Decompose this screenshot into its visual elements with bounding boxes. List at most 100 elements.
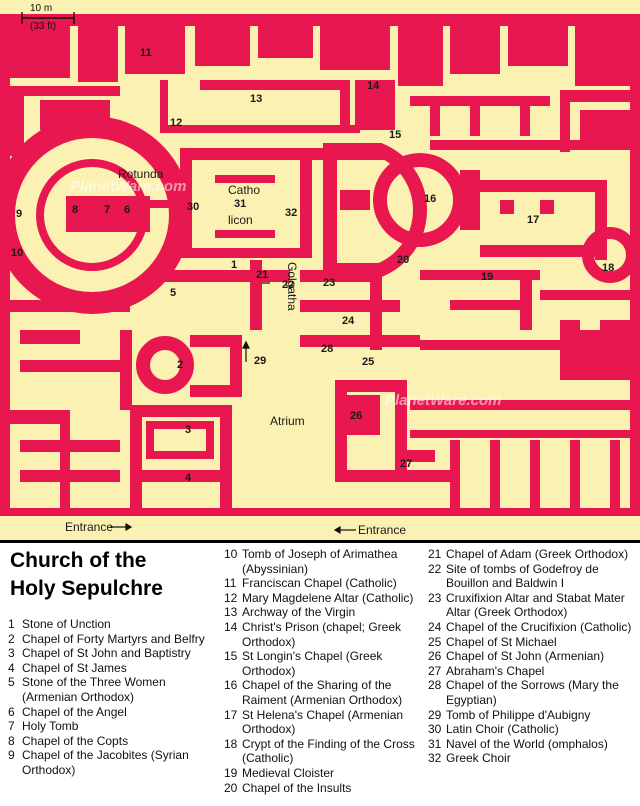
legend-item: 13 Archway of the Virgin — [224, 605, 424, 620]
map-number: 27 — [400, 458, 413, 470]
legend-text: Chapel of the Sorrows (Mary the Egyptian… — [446, 678, 619, 707]
legend-number: 26 — [428, 649, 442, 664]
label-entrance-right: Entrance — [358, 523, 407, 537]
legend-number: 27 — [428, 663, 442, 678]
legend-item: 22 Site of tombs of Godefroy de Bouillon … — [428, 562, 636, 591]
legend-text: Christ's Prison (chapel; Greek Orthodox) — [242, 619, 402, 649]
map-number: 5 — [170, 287, 177, 299]
scale-meters: 10 m — [30, 3, 53, 14]
map-number: 26 — [350, 410, 363, 422]
legend-text: Chapel of Forty Martyrs and Belfry — [22, 631, 205, 646]
legend-number: 18 — [224, 736, 238, 751]
map-number: 13 — [250, 93, 263, 105]
legend-number: 7 — [8, 719, 15, 734]
map-number: 25 — [362, 356, 375, 368]
legend-number: 23 — [428, 590, 442, 605]
legend-item: 14 Christ's Prison (chapel; Greek Orthodo… — [224, 620, 424, 649]
legend-number: 20 — [224, 780, 238, 795]
map-number: 10 — [11, 247, 24, 259]
legend-item: 7 Holy Tomb — [8, 719, 218, 734]
legend-number: 28 — [428, 678, 442, 693]
map-number: 16 — [424, 193, 437, 205]
floor-plan-map: 10 m (33 ft) PlanetWare.com PlanetWare.c… — [0, 0, 640, 540]
legend-number: 30 — [428, 722, 442, 737]
legend-text: Franciscan Chapel (Catholic) — [242, 576, 397, 591]
label-rotunda: Rotunda — [118, 167, 164, 181]
legend-number: 15 — [224, 649, 238, 664]
legend-item: 8 Chapel of the Copts — [8, 734, 218, 749]
map-number: 28 — [321, 343, 334, 355]
legend-item: 31 Navel of the World (omphalos) — [428, 737, 636, 752]
legend-text: St Longin's Chapel (Greek Orthodox) — [242, 649, 383, 678]
map-number: 29 — [254, 355, 267, 367]
legend-number: 25 — [428, 634, 442, 649]
legend-number: 5 — [8, 675, 15, 690]
legend-number: 22 — [428, 561, 442, 576]
legend-item: 20 Chapel of the Insults — [224, 781, 424, 796]
legend-text: Greek Choir — [446, 751, 511, 766]
legend-text: Holy Tomb — [22, 719, 79, 734]
legend-text: Site of tombs of Godefroy de Bouillon an… — [446, 561, 599, 591]
legend-text: Tomb of Philippe d'Aubigny — [446, 707, 591, 722]
legend-text: Archway of the Virgin — [242, 605, 356, 620]
legend-number: 31 — [428, 736, 442, 751]
map-number: 19 — [481, 271, 494, 283]
label-catholicon-a: Catho — [228, 183, 261, 197]
map-number: 2 — [177, 359, 184, 371]
map-number: 4 — [185, 472, 192, 484]
map-number: 6 — [124, 204, 131, 216]
legend-number: 14 — [224, 619, 238, 634]
legend-number: 11 — [224, 576, 237, 591]
label-catholicon-b: licon — [228, 213, 253, 227]
legend-item: 30 Latin Choir (Catholic) — [428, 722, 636, 737]
legend-item: 10 Tomb of Joseph of Arimathea (Abyssinia… — [224, 547, 424, 576]
legend-text: Chapel of the Copts — [22, 733, 129, 748]
legend-text: Cruxifixion Altar and Stabat Mater Altar… — [446, 590, 625, 620]
legend-number: 8 — [8, 733, 15, 748]
map-number: 14 — [367, 80, 380, 92]
map-number: 32 — [285, 207, 298, 219]
legend-text: Crypt of the Finding of the Cross (Catho… — [242, 736, 415, 766]
map-number: 7 — [104, 204, 111, 216]
legend-number: 29 — [428, 707, 442, 722]
map-number: 15 — [389, 129, 402, 141]
legend-text: Chapel of the Insults — [242, 780, 352, 795]
map-number: 31 — [234, 198, 247, 210]
legend-number: 1 — [8, 617, 15, 631]
map-number: 3 — [185, 424, 192, 436]
floor-plan-walls — [0, 12, 640, 535]
legend-number: 10 — [224, 547, 238, 561]
map-number: 8 — [72, 204, 79, 216]
map-number: 1 — [231, 259, 238, 271]
legend-text: Chapel of the Crucifixion (Catholic) — [446, 619, 632, 634]
legend-text: Stone of Unction — [22, 617, 111, 631]
legend-text: St Helena's Chapel (Armenian Orthodox) — [242, 707, 404, 737]
legend-number: 9 — [8, 748, 15, 763]
legend-number: 13 — [224, 605, 238, 620]
legend-number: 19 — [224, 765, 238, 780]
legend-number: 17 — [224, 707, 238, 722]
legend-text: Latin Choir (Catholic) — [446, 722, 559, 737]
legend-text: Medieval Cloister — [242, 765, 335, 780]
legend-column-2: 10 Tomb of Joseph of Arimathea (Abyssinia… — [224, 547, 424, 795]
legend-text: Mary Magdelene Altar (Catholic) — [242, 590, 414, 605]
legend-text: Tomb of Joseph of Arimathea (Abyssinian) — [242, 547, 398, 576]
map-number: 22 — [282, 279, 295, 291]
map-number: 9 — [16, 208, 23, 220]
map-number: 18 — [602, 262, 615, 274]
legend-text: Navel of the World (omphalos) — [446, 736, 608, 751]
legend-item: 28 Chapel of the Sorrows (Mary the Egypti… — [428, 678, 636, 707]
